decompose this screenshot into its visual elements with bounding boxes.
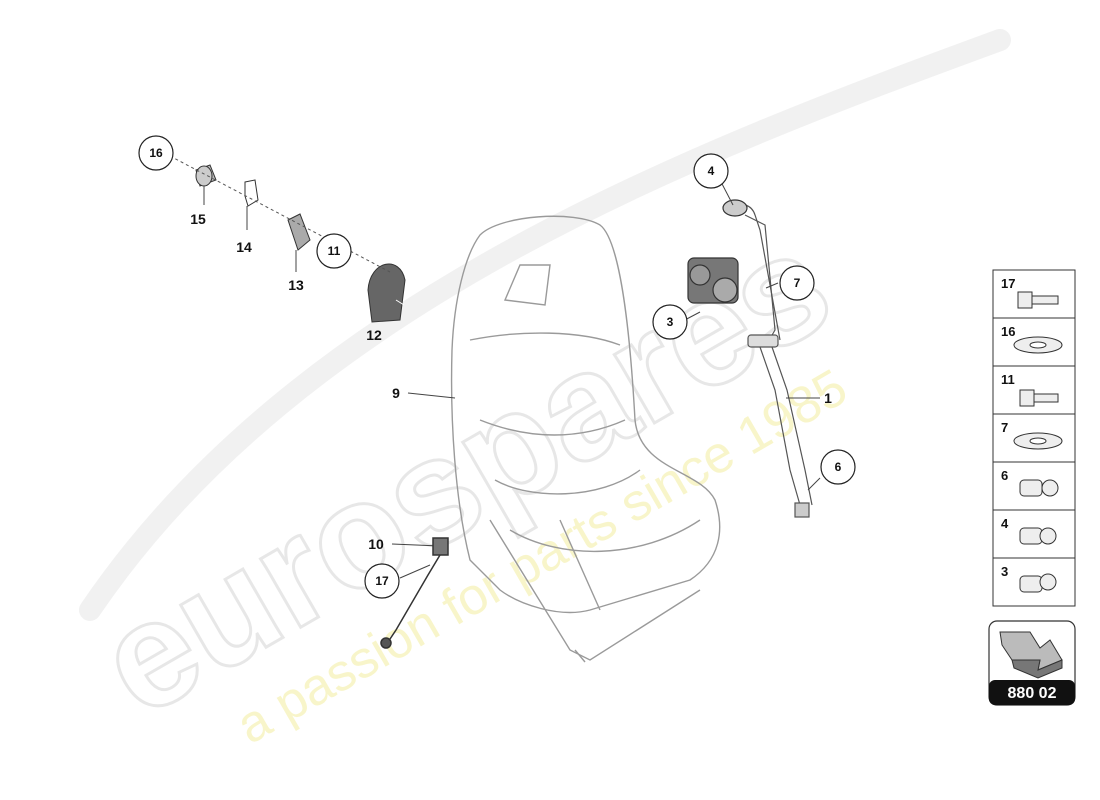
part-label-12: 12 (366, 327, 382, 343)
legend-label-6: 6 (1001, 468, 1008, 483)
part-label-15: 15 (190, 211, 206, 227)
retractor-unit (687, 257, 739, 304)
callout-16: 16 (138, 135, 174, 171)
callout-6: 6 (820, 449, 856, 485)
callout-6-label: 6 (835, 460, 842, 474)
legend-label-3: 3 (1001, 564, 1008, 579)
arrow-icon (999, 631, 1063, 679)
part-label-14: 14 (236, 239, 252, 255)
small-parts (195, 164, 406, 323)
watermark: eurospares a passion for parts since 198… (71, 29, 1011, 755)
seat-illustration (450, 215, 721, 663)
legend-label-4: 4 (1001, 516, 1009, 531)
callout-7: 7 (779, 265, 815, 301)
part-label-13: 13 (288, 277, 304, 293)
callout-4-label: 4 (708, 164, 715, 178)
bolt-icon (1017, 291, 1059, 309)
callout-17: 17 (364, 563, 400, 599)
legend-label-16: 16 (1001, 324, 1015, 339)
torx-bolt-icon (1019, 573, 1057, 593)
washer-icon (1013, 432, 1063, 450)
legend-label-17: 17 (1001, 276, 1015, 291)
callout-3: 3 (652, 304, 688, 340)
bolt-icon (1019, 389, 1059, 407)
callout-11: 11 (316, 233, 352, 269)
legend-label-11: 11 (1001, 372, 1015, 387)
seat-belt-illustration (687, 199, 813, 518)
callout-11-label: 11 (328, 244, 341, 258)
callout-16-label: 16 (149, 146, 163, 160)
part-label-9: 9 (392, 385, 400, 401)
part-label-10: 10 (368, 536, 384, 552)
callout-7-label: 7 (794, 276, 801, 290)
fastener-legend: 17 16 11 7 6 4 3 (992, 269, 1076, 607)
part-label-1: 1 (824, 390, 832, 406)
legend-label-7: 7 (1001, 420, 1008, 435)
torx-bolt-icon (1019, 479, 1059, 497)
leader-lines-solid (203, 179, 821, 579)
washer-icon (1013, 336, 1063, 354)
diagram-code-badge: 880 02 (988, 620, 1076, 706)
callout-17-label: 17 (375, 574, 389, 588)
diagram-code: 880 02 (1008, 685, 1057, 702)
callout-3-label: 3 (667, 315, 674, 329)
sensor-cable (380, 537, 449, 649)
callout-4: 4 (693, 153, 729, 189)
torx-bolt-icon (1019, 527, 1057, 545)
